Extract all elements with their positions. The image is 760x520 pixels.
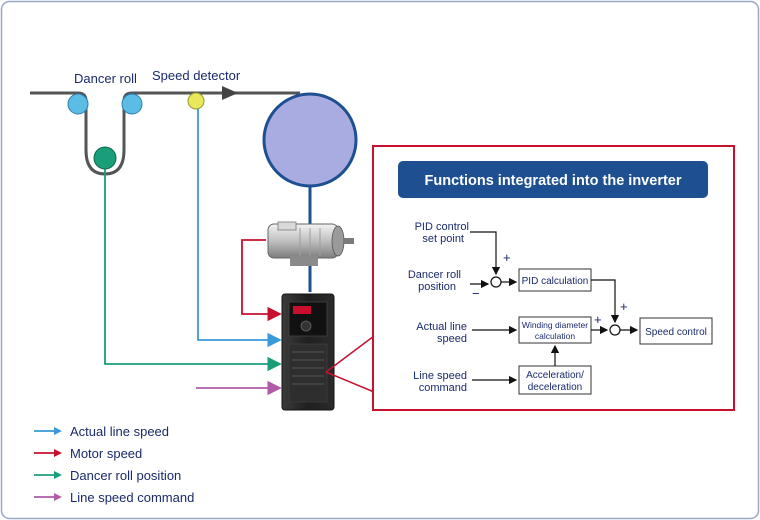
input-dancer-position-line1: Dancer roll [408, 269, 461, 281]
wire-pid-output [591, 279, 620, 324]
block-speed-control [639, 317, 713, 345]
callout-line-upper [325, 335, 375, 373]
block-acceleration [518, 365, 592, 395]
legend-arrow-icon [34, 471, 62, 479]
motor-speed-signal [241, 239, 282, 322]
speed-detector [187, 92, 205, 110]
legend-label: Dancer roll position [70, 467, 182, 483]
panel-title-bar [398, 161, 708, 198]
legend-item-dancer-roll-position: Dancer roll position [34, 464, 274, 486]
wire-set-point [470, 231, 501, 276]
sign-plus-pid: + [620, 299, 628, 314]
input-actual-line-speed-line2: speed [437, 333, 467, 345]
block-winding-diameter [518, 316, 592, 344]
dancer-roll-label: Dancer roll [74, 71, 137, 86]
legend-item-actual-line-speed: Actual line speed [34, 420, 274, 442]
sign-plus-setpoint: + [503, 250, 511, 265]
block-pid-calculation-label: PID calculation [522, 276, 589, 287]
legend-item-motor-speed: Motor speed [34, 442, 274, 464]
panel-title: Functions integrated into the inverter [425, 173, 682, 189]
callout-line-lower [325, 371, 375, 393]
sign-minus-dancer: − [472, 286, 480, 301]
legend-item-line-speed-command: Line speed command [34, 486, 274, 508]
motor [267, 221, 354, 266]
summing-junction-pid [490, 276, 502, 288]
speed-detector-label: Speed detector [152, 68, 241, 83]
block-speed-control-label: Speed control [645, 327, 707, 338]
dancer-position-signal [104, 169, 282, 372]
legend-label: Actual line speed [70, 423, 170, 439]
legend-arrow-icon [34, 427, 62, 435]
dancer-roll-bottom [93, 146, 117, 170]
input-actual-line-speed-line1: Actual line [416, 321, 467, 333]
summing-junction-speed [609, 324, 621, 336]
dancer-roll-left [67, 93, 89, 115]
input-line-speed-command-line1: Line speed [413, 370, 467, 382]
input-dancer-position-line2: position [418, 281, 456, 293]
block-acceleration-line1: Acceleration/ [526, 370, 584, 381]
block-acceleration-line2: deceleration [528, 382, 582, 393]
winding-drum [262, 92, 358, 188]
web-direction-arrow [222, 86, 238, 100]
input-pid-set-point-line2: set point [422, 233, 464, 245]
sign-plus-winding: + [594, 312, 602, 327]
functions-panel: Functions integrated into the inverter P… [372, 145, 735, 411]
block-winding-diameter-line2: calculation [535, 331, 575, 341]
legend-arrow-icon [34, 493, 62, 501]
actual-line-speed-signal [197, 109, 282, 348]
input-line-speed-command-line2: command [419, 382, 467, 394]
dancer-roll-right [121, 93, 143, 115]
input-pid-set-point-line1: PID control [415, 221, 469, 233]
legend-label: Motor speed [70, 445, 143, 461]
block-winding-diameter-line1: Winding diameter [522, 320, 588, 330]
inverter [281, 293, 335, 411]
legend-arrow-icon [34, 449, 62, 457]
legend-label: Line speed command [70, 489, 195, 505]
